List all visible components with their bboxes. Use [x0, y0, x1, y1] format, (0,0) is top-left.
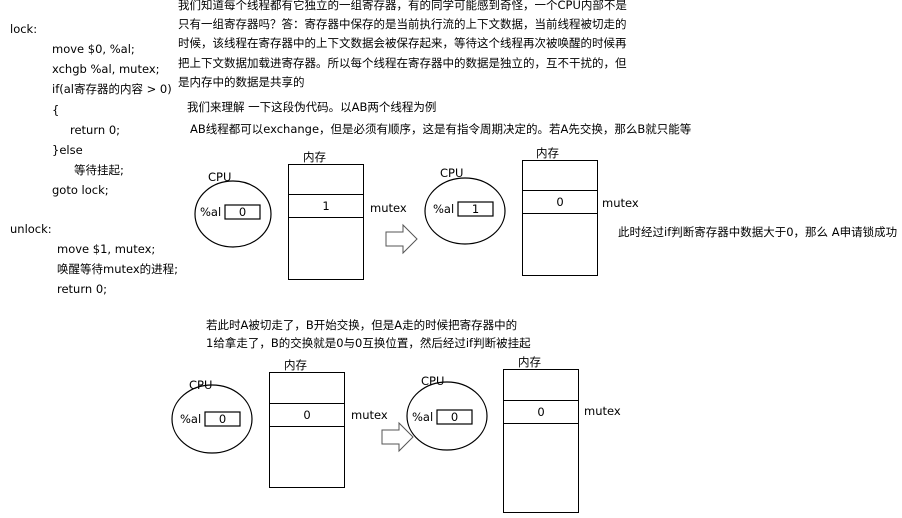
code-line: 等待挂起;: [74, 163, 124, 177]
mutex-label: mutex: [370, 201, 407, 215]
mutex-value: 0: [556, 195, 564, 209]
register-value: 0: [238, 205, 247, 219]
mutex-value: 0: [303, 408, 311, 422]
cpu-label: CPU: [208, 170, 232, 184]
intro-line: 我们知道每个线程都有它独立的一组寄存器，有的同学可能感到奇怪，一个CPU内部不是: [178, 0, 627, 12]
exchange-note: AB线程都可以exchange，但是必须有顺序，这是有指令周期决定的。若A先交换…: [190, 122, 692, 136]
code-line: }else: [52, 143, 83, 157]
switch-note-line: 1给拿走了，B的交换就是0与0互换位置，然后经过if判断被挂起: [206, 336, 531, 350]
code-line: return 0;: [57, 282, 108, 296]
mutex-cell: 0: [523, 190, 597, 214]
mutex-label: mutex: [584, 404, 621, 418]
intro-line: 时候，该线程在寄存器中的上下文数据会被保存起来，等待这个线程再次被唤醒的时候再: [178, 36, 627, 51]
register-box: [457, 201, 494, 217]
memory-block: 0: [269, 372, 345, 488]
cpu-label: CPU: [421, 374, 445, 388]
intro-line: 只有一组寄存器吗？答：寄存器中保存的是当前执行流的上下文数据，当前线程被切走的: [178, 17, 627, 32]
register-value: 0: [218, 412, 227, 426]
register-box: [436, 409, 473, 425]
memory-label: 内存: [518, 355, 541, 369]
memory-label: 内存: [303, 150, 326, 164]
memory-label: 内存: [284, 358, 307, 372]
mutex-label: mutex: [602, 196, 639, 210]
code-line: {: [52, 103, 60, 117]
mutex-label: mutex: [351, 408, 388, 422]
code-line: goto lock;: [52, 183, 109, 197]
cpu-label: CPU: [189, 378, 213, 392]
code-line: move $0, %al;: [52, 42, 135, 56]
mutex-cell: 0: [504, 400, 578, 424]
intro-line: 把上下文数据加载进寄存器。所以每个线程在寄存器中的数据是独立的，互不干扰的，但: [178, 55, 627, 70]
mutex-value: 1: [322, 199, 330, 213]
cpu-ellipse: [171, 384, 253, 454]
register-label: %al: [200, 205, 222, 219]
register-label: %al: [433, 202, 455, 216]
register-value: 0: [450, 410, 459, 424]
memory-label: 内存: [536, 146, 559, 160]
lock-label: lock:: [10, 22, 38, 36]
success-note: 此时经过if判断寄存器中数据大于0，那么 A申请锁成功: [618, 225, 898, 239]
code-line: return 0;: [70, 123, 121, 137]
cpu-ellipse: [194, 180, 272, 248]
unlock-label: unlock:: [10, 222, 52, 236]
memory-block: 1: [288, 164, 364, 280]
code-line: if(al寄存器的内容 > 0): [52, 82, 172, 96]
register-box: [204, 411, 241, 427]
code-line: move $1, mutex;: [57, 242, 156, 256]
intro-paragraph: 我们知道每个线程都有它独立的一组寄存器，有的同学可能感到奇怪，一个CPU内部不是…: [178, 0, 643, 92]
arrow-right-icon: [385, 223, 418, 255]
cpu-ellipse: [406, 381, 488, 451]
memory-block: 0: [503, 369, 579, 513]
mutex-cell: 1: [289, 194, 363, 218]
arrow-right-icon: [381, 421, 414, 453]
register-value: 1: [471, 202, 480, 216]
cpu-ellipse: [424, 177, 506, 245]
code-line: 唤醒等待mutex的进程;: [57, 262, 179, 276]
mutex-value: 0: [537, 405, 545, 419]
mutex-cell: 0: [270, 403, 344, 427]
register-label: %al: [412, 410, 434, 424]
switch-note-line: 若此时A被切走了，B开始交换，但是A走的时候把寄存器中的: [206, 318, 518, 332]
register-box: [224, 204, 261, 220]
intro-line: 是内存中的数据是共享的: [178, 74, 305, 89]
code-line: xchgb %al, mutex;: [52, 62, 160, 76]
memory-block: 0: [522, 160, 598, 276]
register-label: %al: [180, 412, 202, 426]
cpu-label: CPU: [440, 166, 464, 180]
analysis-note: 我们来理解 一下这段伪代码。以AB两个线程为例: [187, 100, 437, 114]
